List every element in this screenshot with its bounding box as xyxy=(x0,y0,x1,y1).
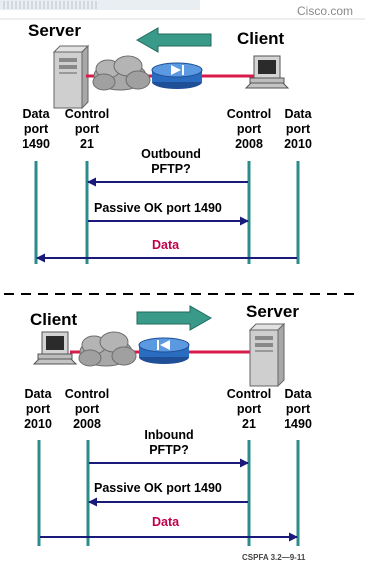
network-cloud-icon-bottom xyxy=(78,331,137,367)
bottom-right-title: Server xyxy=(246,302,299,321)
top-msg-data: Data xyxy=(150,238,182,253)
footer-code: CSPFA 3.2—9-11 xyxy=(242,553,306,562)
flow-arrow-left-icon xyxy=(135,27,212,53)
desktop-computer-icon xyxy=(244,55,290,89)
header-stripe xyxy=(0,0,200,10)
top-right-title: Client xyxy=(237,29,285,48)
bottom-left-title: Client xyxy=(30,310,78,329)
pix-firewall-icon-bottom xyxy=(138,337,190,364)
header-stripe-ticks xyxy=(3,1,97,9)
flow-arrow-right-icon xyxy=(136,305,213,331)
top-left-title: Server xyxy=(28,21,81,40)
server-tower-icon-bottom xyxy=(248,322,286,388)
bottom-msg-passive-ok: Passive OK port 1490 xyxy=(92,481,224,496)
network-cloud-icon xyxy=(92,55,151,91)
desktop-computer-icon-bottom xyxy=(32,331,78,365)
top-msg-passive-ok: Passive OK port 1490 xyxy=(92,201,224,216)
pix-firewall-icon xyxy=(151,62,203,89)
bottom-msg-data: Data xyxy=(150,515,182,530)
brand-label: Cisco.com xyxy=(296,4,353,18)
server-tower-icon xyxy=(52,44,90,110)
